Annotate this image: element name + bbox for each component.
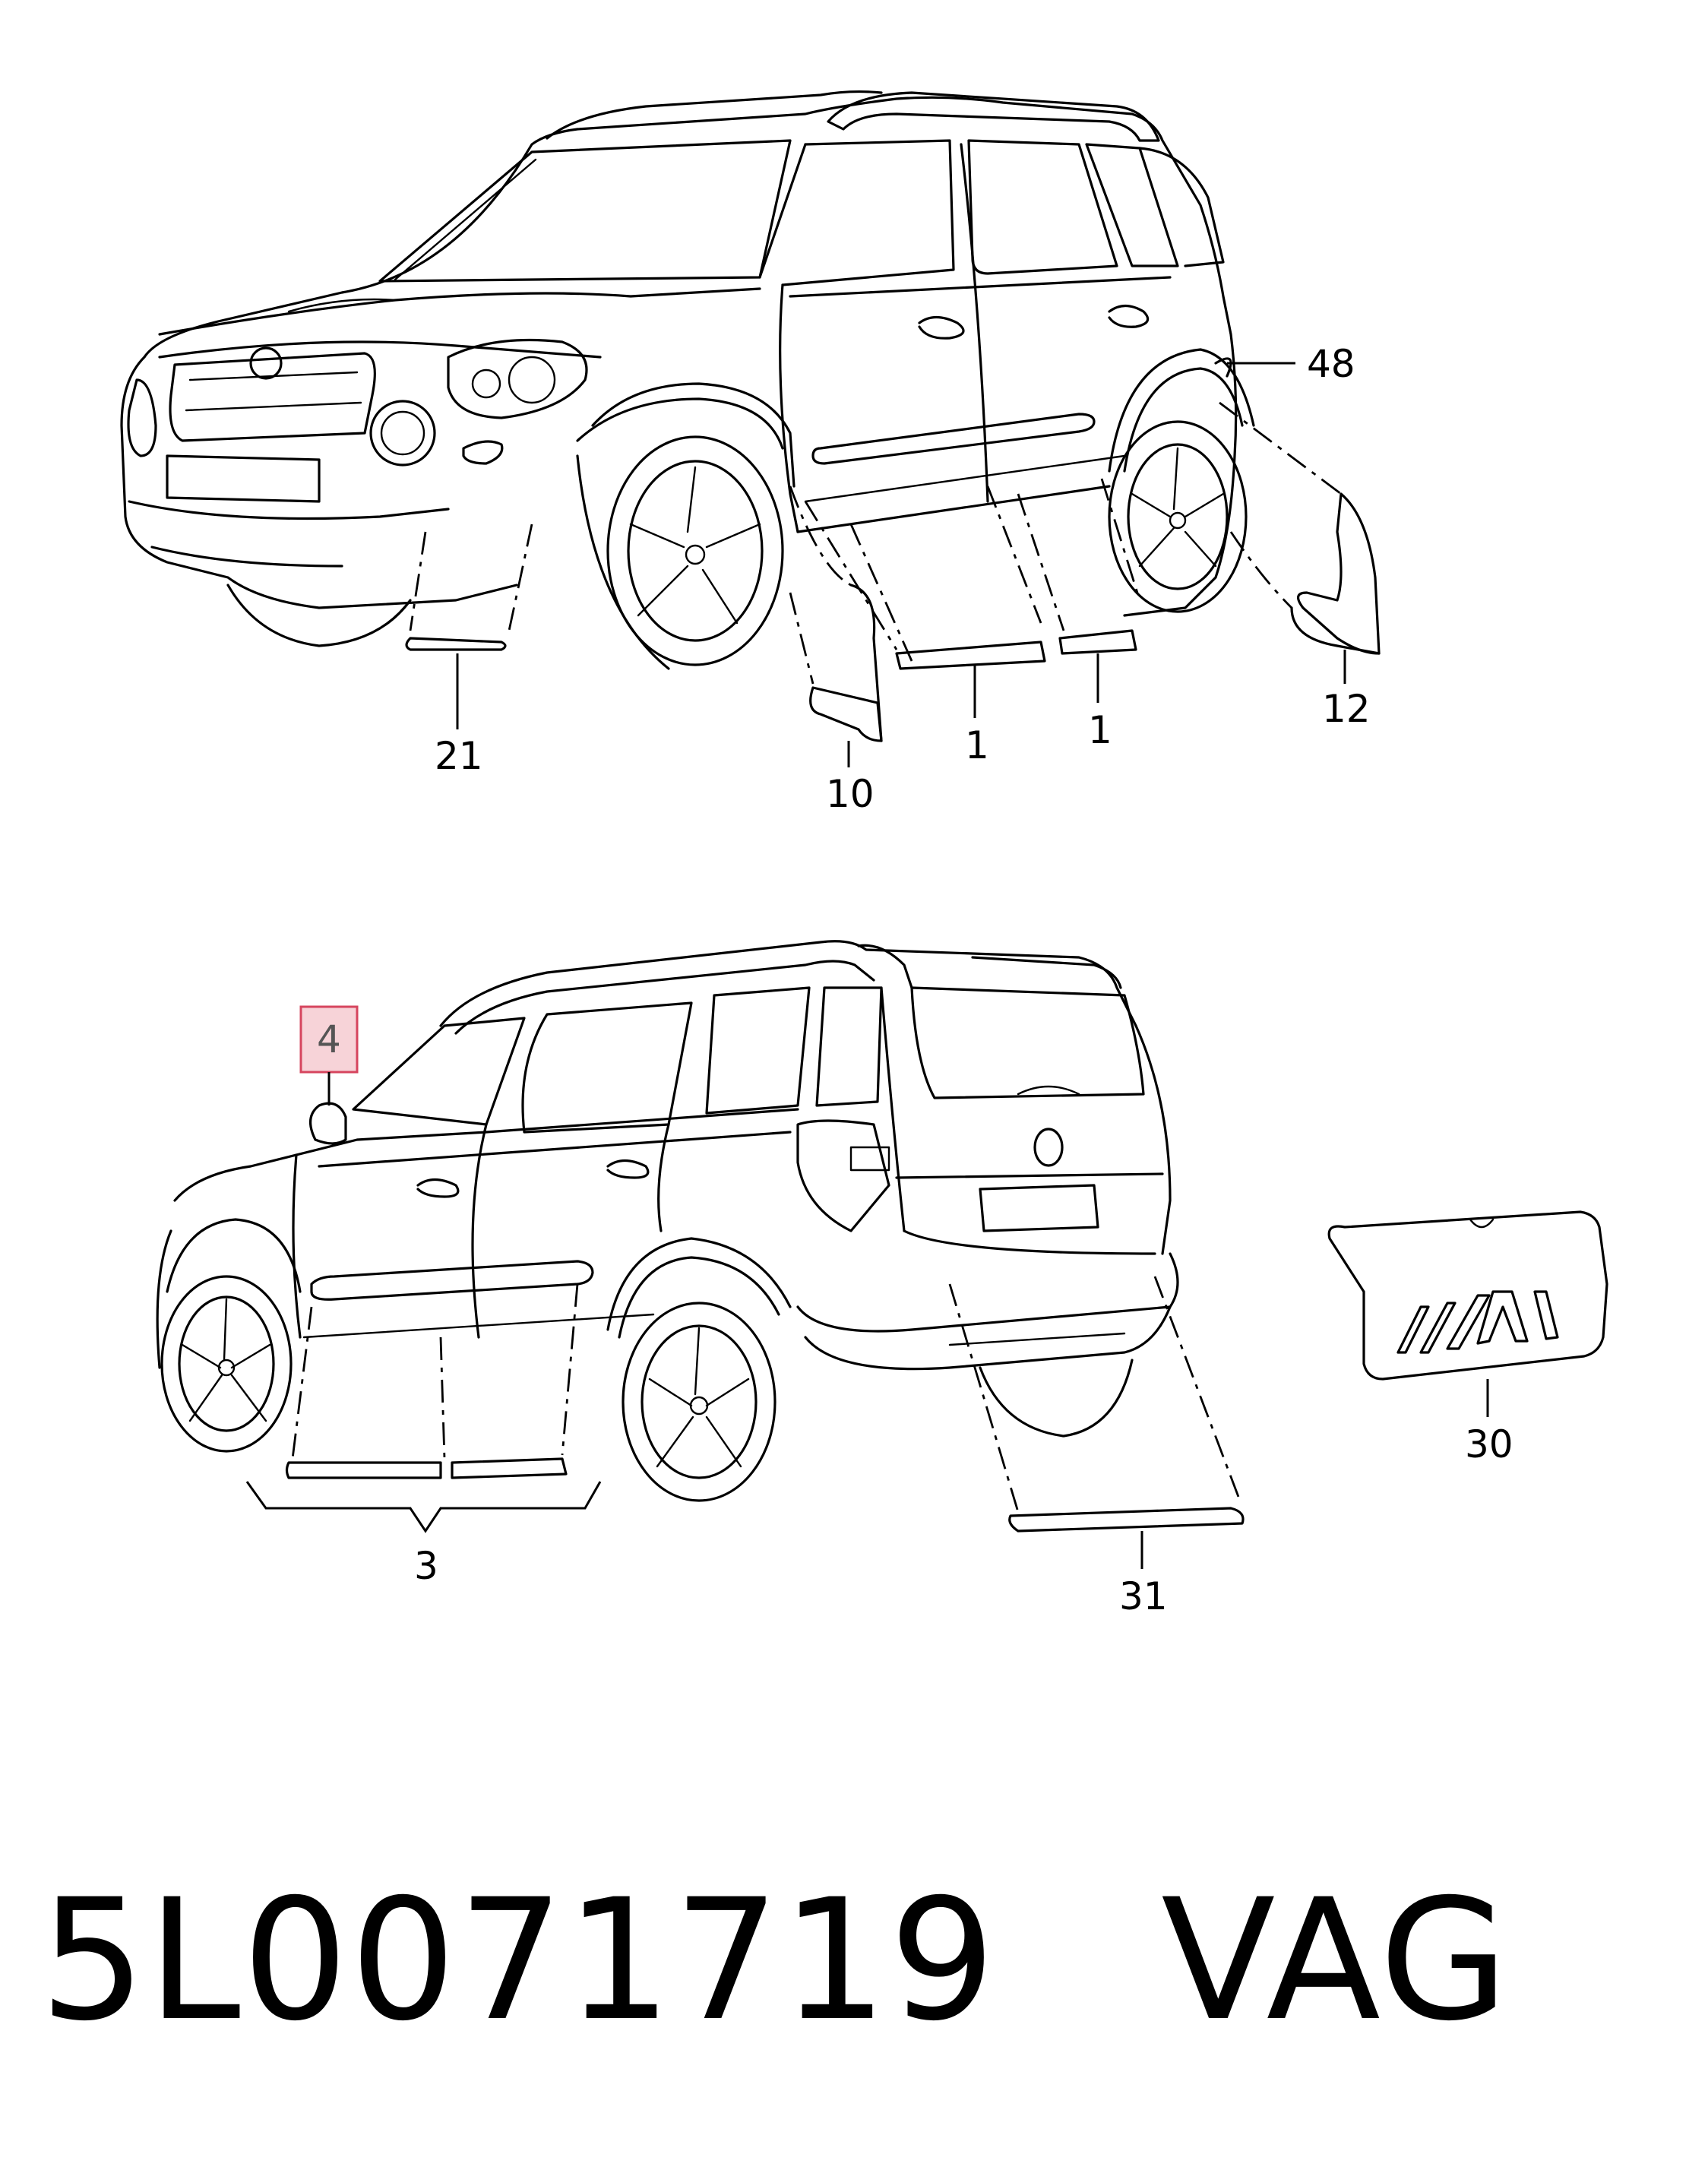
callout-10: 10 xyxy=(826,772,875,816)
callout-1-a: 1 xyxy=(965,723,989,767)
parts-front-view xyxy=(405,357,1381,742)
callout-31: 31 xyxy=(1119,1574,1168,1618)
callout-4-highlight[interactable] xyxy=(299,1005,359,1074)
callout-4: 4 xyxy=(317,1017,341,1061)
callout-30: 30 xyxy=(1465,1422,1513,1466)
parts-rear-view xyxy=(245,1210,1608,1533)
callouts-top: 48 21 10 1 1 12 xyxy=(435,342,1371,816)
car-front-view xyxy=(120,90,1255,670)
callout-12: 12 xyxy=(1322,687,1371,731)
callout-48: 48 xyxy=(1307,342,1355,386)
callout-21: 21 xyxy=(435,734,483,778)
car-rear-view xyxy=(156,940,1179,1502)
callout-1-b: 1 xyxy=(1088,708,1112,752)
brand-name: VAG xyxy=(1161,1863,1510,2058)
callout-3: 3 xyxy=(414,1544,438,1588)
part-number-caption: 5L0071719 VAG xyxy=(40,1877,1510,2044)
part-number: 5L0071719 xyxy=(40,1863,998,2058)
callouts-bottom: 4 3 30 31 xyxy=(299,1005,1513,1618)
